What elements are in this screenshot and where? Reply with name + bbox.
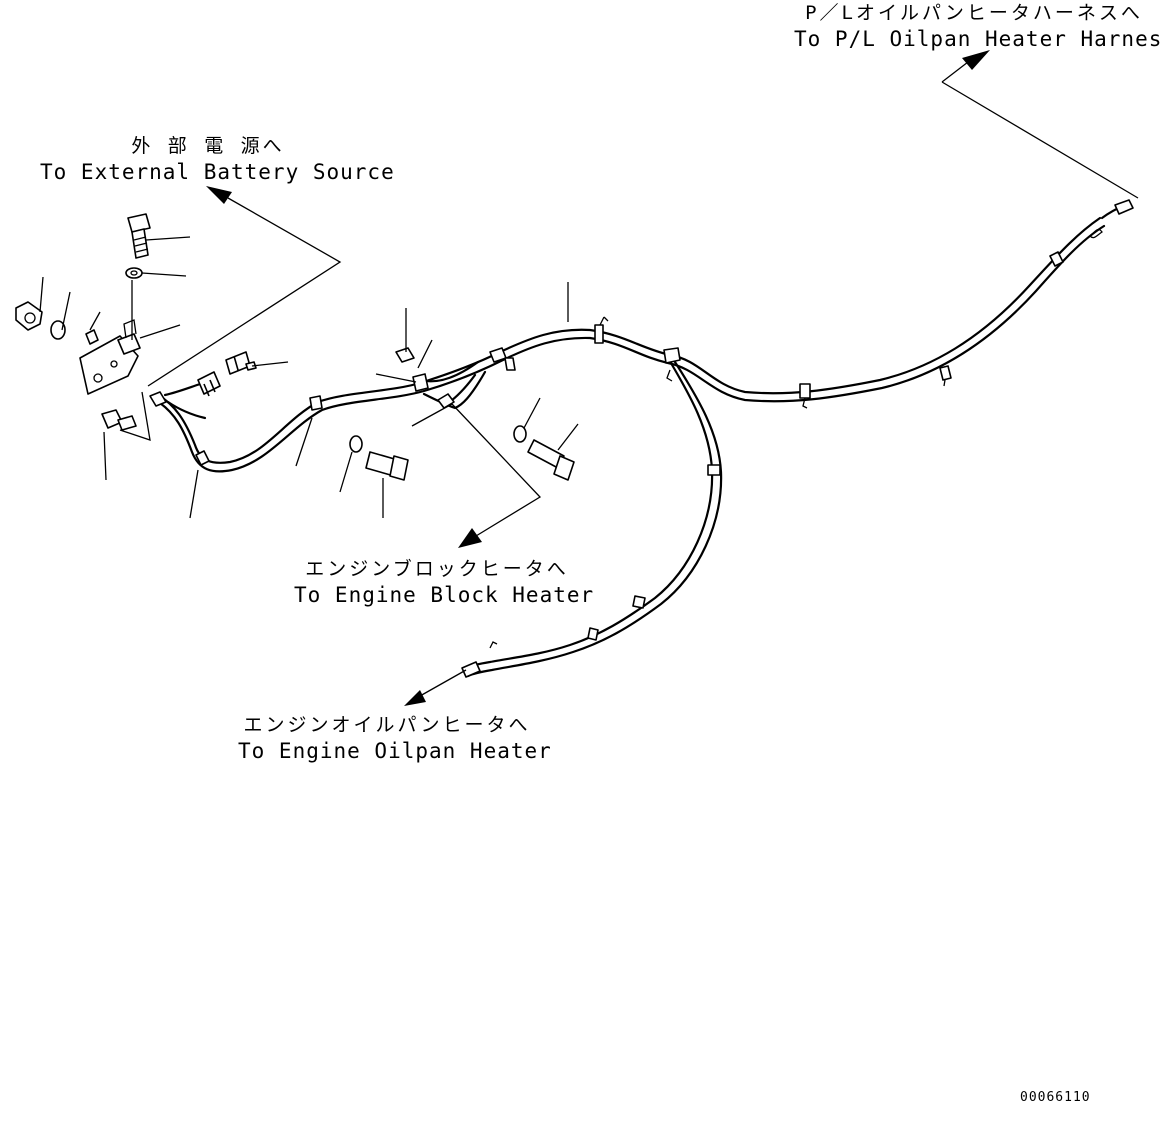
drawing-code: 00066110 bbox=[1020, 1090, 1091, 1105]
destination-arrows bbox=[119, 50, 1139, 706]
bolts-and-washers bbox=[15, 213, 575, 481]
battery-terminal-bracket bbox=[79, 280, 141, 395]
block-heater-label: エンジンブロックヒータへ To Engine Block Heater bbox=[294, 556, 595, 608]
pl-harness-label-en: To P/L Oilpan Heater Harness bbox=[794, 27, 1163, 51]
part-leader-lines bbox=[39, 236, 579, 519]
external-battery-label-jp: 外 部 電 源へ bbox=[131, 135, 285, 157]
pl-harness-label-jp: P／Lオイルパンヒータハーネスへ bbox=[805, 2, 1143, 24]
external-battery-label: 外 部 電 源へ To External Battery Source bbox=[40, 133, 395, 185]
block-heater-label-en: To Engine Block Heater bbox=[294, 583, 595, 607]
external-battery-label-en: To External Battery Source bbox=[40, 160, 395, 184]
harness-terminals bbox=[149, 199, 1134, 678]
pl-harness-label: P／Lオイルパンヒータハーネスへ To P/L Oilpan Heater Ha… bbox=[794, 0, 1163, 52]
oilpan-heater-label-jp: エンジンオイルパンヒータへ bbox=[243, 714, 531, 736]
harness-clamps bbox=[195, 228, 1103, 649]
block-heater-label-jp: エンジンブロックヒータへ bbox=[305, 558, 569, 580]
oilpan-heater-label-en: To Engine Oilpan Heater bbox=[238, 739, 552, 763]
oilpan-heater-label: エンジンオイルパンヒータへ To Engine Oilpan Heater bbox=[238, 712, 552, 764]
